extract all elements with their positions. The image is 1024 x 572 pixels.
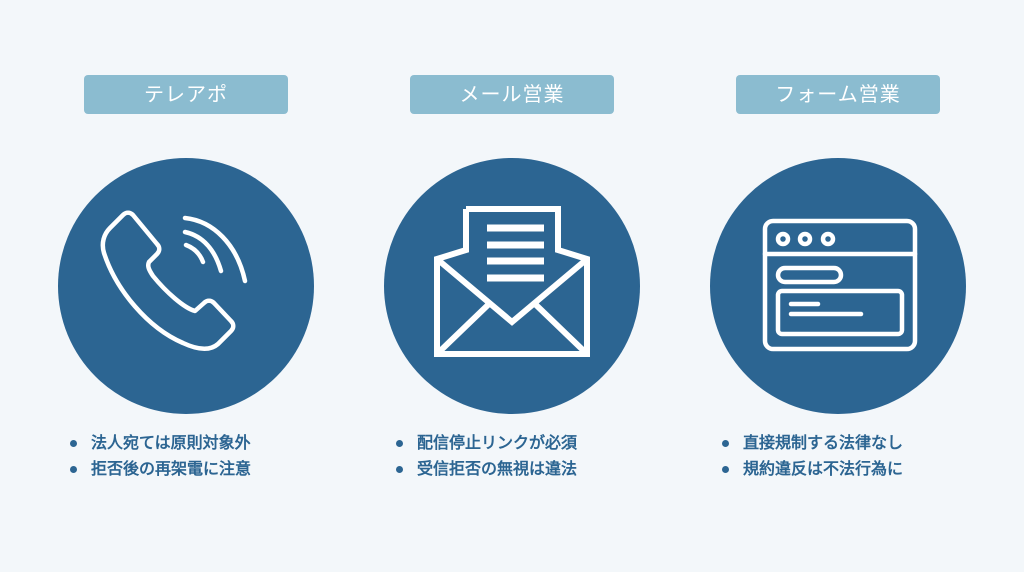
bullet-item: 拒否後の再架電に注意 — [67, 456, 251, 482]
bullet-list: 法人宛ては原則対象外 拒否後の再架電に注意 — [67, 430, 251, 482]
open-envelope-letter-icon — [434, 206, 590, 357]
phone-calling-icon — [100, 210, 248, 351]
bullet-item: 受信拒否の無視は違法 — [393, 456, 577, 482]
icon-circle — [384, 158, 640, 414]
icon-circle — [58, 158, 314, 414]
category-label: フォーム営業 — [736, 75, 940, 114]
icon-circle — [710, 158, 966, 414]
column-email: メール営業 配信停止リンクが必須 受信拒否の無視は違法 — [349, 0, 675, 572]
category-label: テレアポ — [84, 75, 288, 114]
column-web-form: フォーム営業 直接規制する法律なし 規約違反は不法行為に — [675, 0, 1001, 572]
bullet-item: 規約違反は不法行為に — [719, 456, 903, 482]
bullet-list: 配信停止リンクが必須 受信拒否の無視は違法 — [393, 430, 577, 482]
category-label: メール営業 — [410, 75, 614, 114]
bullet-item: 法人宛ては原則対象外 — [67, 430, 251, 456]
bullet-item: 直接規制する法律なし — [719, 430, 903, 456]
bullet-item: 配信停止リンクが必須 — [393, 430, 577, 456]
bullet-list: 直接規制する法律なし 規約違反は不法行為に — [719, 430, 903, 482]
web-form-window-icon — [762, 218, 918, 352]
column-telephone: テレアポ 法人宛ては原則対象外 拒否後の再架電に注意 — [23, 0, 349, 572]
